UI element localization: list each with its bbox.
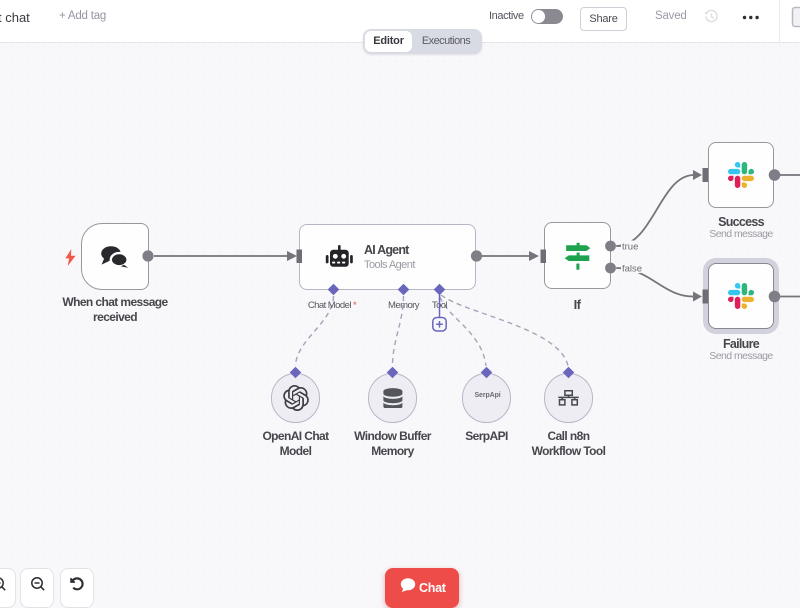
svg-text:true: true bbox=[622, 242, 638, 253]
svg-text:false: false bbox=[622, 264, 642, 275]
